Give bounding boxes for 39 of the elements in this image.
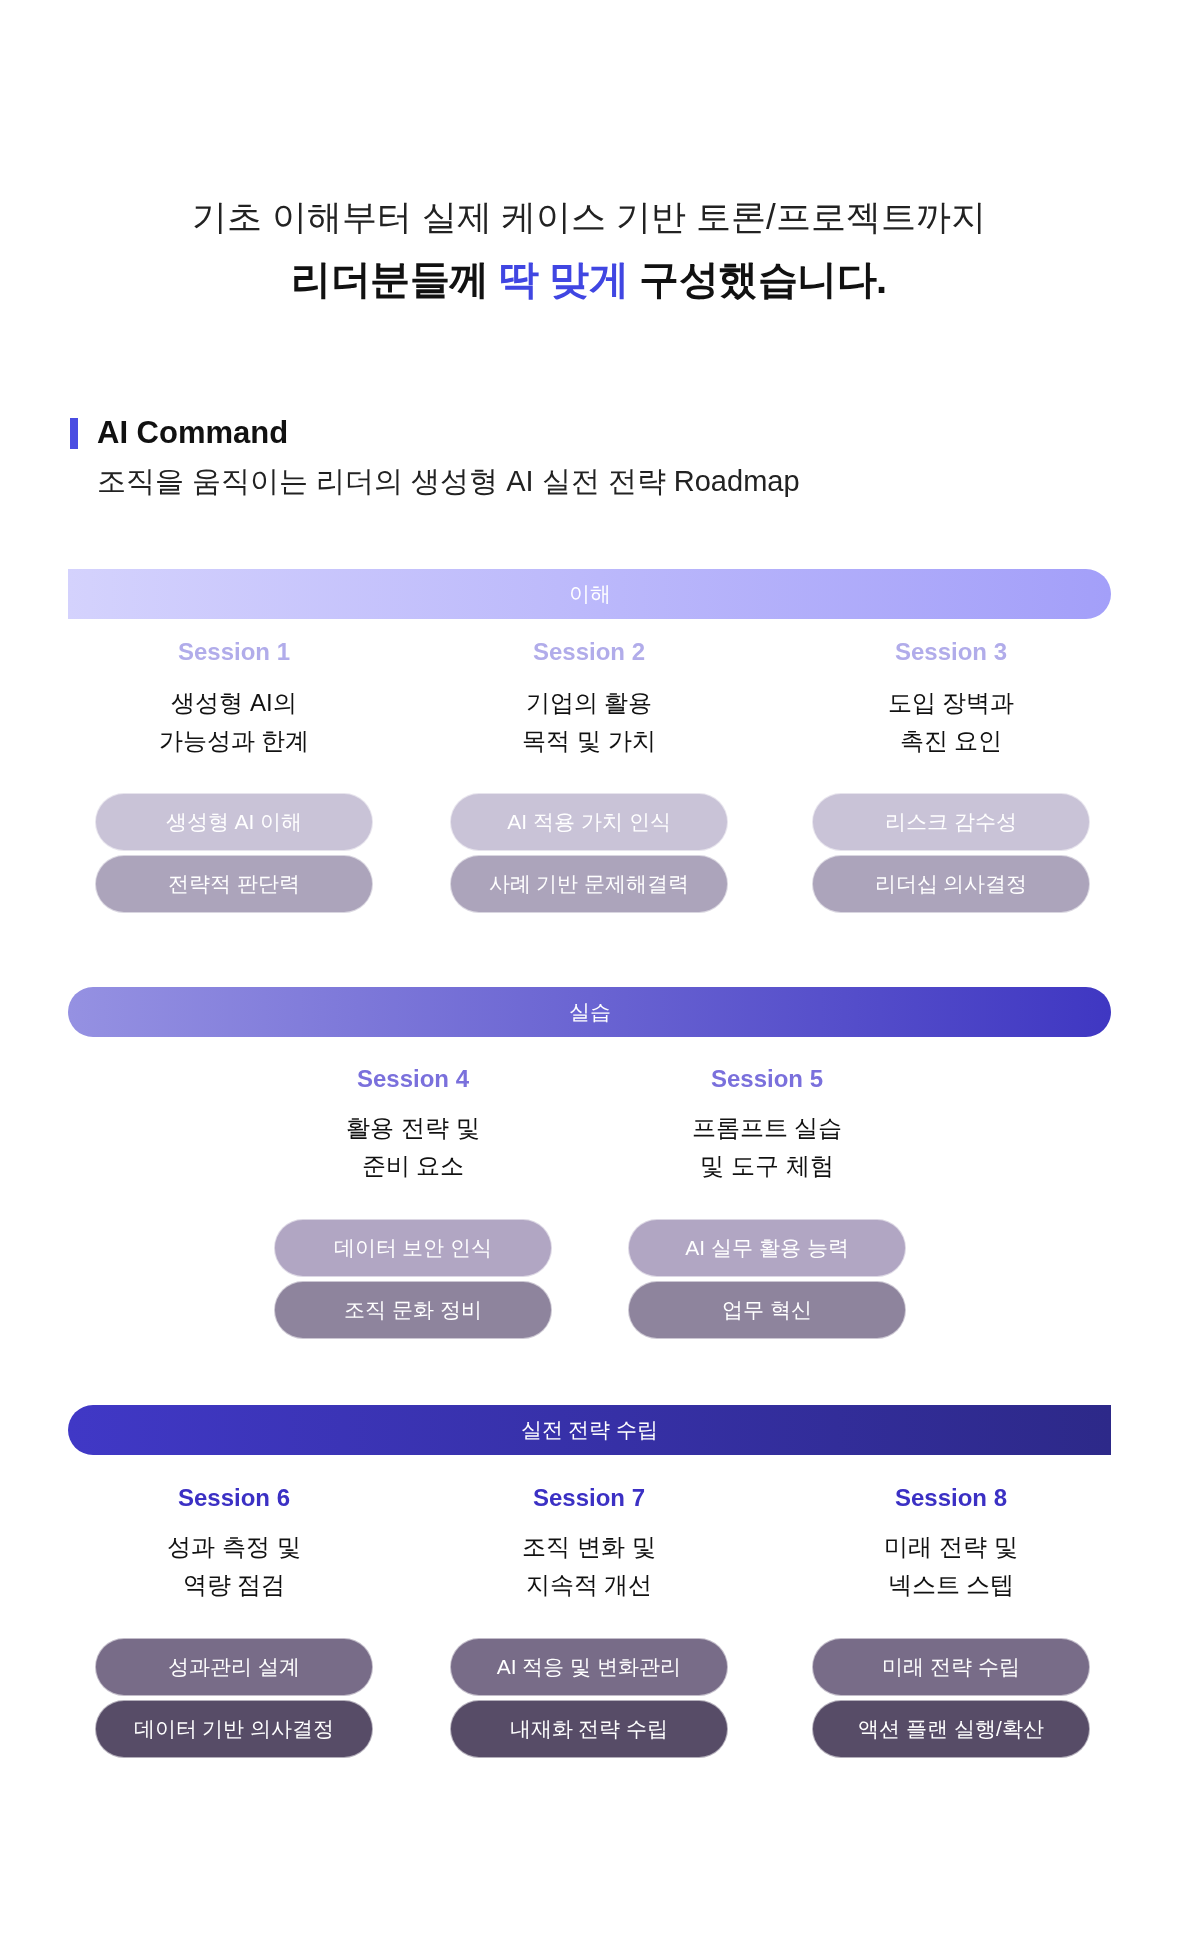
session-title: 활용 전략 및 준비 요소 — [345, 1113, 481, 1181]
session-number: Session 4 — [356, 1065, 470, 1093]
topic-pill: 데이터 보안 인식 — [274, 1219, 552, 1277]
topic-pill: 조직 문화 정비 — [274, 1281, 552, 1339]
session-title: 기업의 활용 목적 및 가치 — [521, 688, 657, 756]
section-subtitle: 조직을 움직이는 리더의 생성형 AI 실전 전략 Roadmap — [97, 464, 800, 499]
session-number: Session 1 — [177, 638, 291, 666]
session-title: 도입 장벽과 촉진 요인 — [886, 688, 1016, 756]
session-title: 성과 측정 및 역량 점검 — [166, 1532, 302, 1600]
topic-pill: 미래 전략 수립 — [812, 1638, 1090, 1696]
session-number: Session 8 — [894, 1484, 1008, 1512]
topic-pill: AI 적응 및 변화관리 — [450, 1638, 728, 1696]
topic-pill: 생성형 AI 이해 — [95, 793, 373, 851]
topic-pill: 사례 기반 문제해결력 — [450, 855, 728, 913]
phase-band: 이해 — [68, 569, 1111, 619]
topic-pill: 전략적 판단력 — [95, 855, 373, 913]
topic-pill: 데이터 기반 의사결정 — [95, 1700, 373, 1758]
session-title: 조직 변화 및 지속적 개선 — [521, 1532, 657, 1600]
topic-pill: AI 적용 가치 인식 — [450, 793, 728, 851]
topic-pill: 리더십 의사결정 — [812, 855, 1090, 913]
topic-pill: 성과관리 설계 — [95, 1638, 373, 1696]
session-number: Session 7 — [532, 1484, 646, 1512]
session-number: Session 6 — [177, 1484, 291, 1512]
session-title: 프롬프트 실습 및 도구 체험 — [690, 1113, 844, 1181]
session-title: 생성형 AI의 가능성과 한계 — [157, 688, 311, 756]
topic-pill: AI 실무 활용 능력 — [628, 1219, 906, 1277]
topic-pill: 액션 플랜 실행/확산 — [812, 1700, 1090, 1758]
page-title: 리더분들께 딱 맞게 구성했습니다. — [291, 256, 887, 303]
session-number: Session 2 — [532, 638, 646, 666]
topic-pill: 리스크 감수성 — [812, 793, 1090, 851]
session-number: Session 5 — [710, 1065, 824, 1093]
topic-pill: 내재화 전략 수립 — [450, 1700, 728, 1758]
topic-pill: 업무 혁신 — [628, 1281, 906, 1339]
session-title: 미래 전략 및 넥스트 스텝 — [883, 1532, 1019, 1600]
phase-band: 실습 — [68, 987, 1111, 1037]
phase-band: 실전 전략 수립 — [68, 1405, 1111, 1455]
lead-text: 기초 이해부터 실제 케이스 기반 토론/프로젝트까지 — [192, 196, 986, 238]
session-number: Session 3 — [894, 638, 1008, 666]
section-heading: AI Command — [97, 414, 289, 452]
